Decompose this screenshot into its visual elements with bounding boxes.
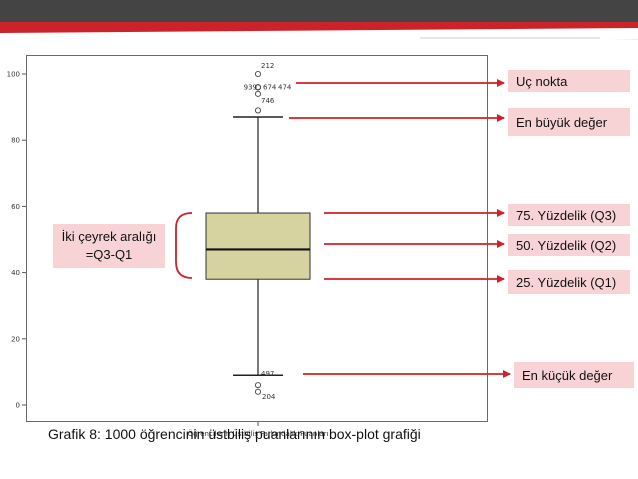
iqr-label-line2: =Q3-Q1 [85,247,133,262]
y-tick-label: 20 [11,335,20,343]
y-tick-label: 80 [11,137,20,145]
outlier-label: 939 [244,84,257,92]
outlier-label: 474 [278,84,292,92]
callout-extreme-point: Uç nokta [508,70,630,92]
callout-q1-label: 25. Yüzdelik (Q1) [516,274,617,290]
callout-max-value: En büyük değer [508,108,630,136]
iqr-box [205,212,311,280]
callout-q3-label: 75. Yüzdelik (Q3) [516,207,617,223]
header-bar [0,0,638,40]
outlier-label: 212 [261,62,274,70]
outlier-point [254,382,262,389]
y-tick-label: 40 [11,269,20,277]
iqr-label-line1: İki çeyrek aralığı [61,229,157,244]
figure-caption: Grafik 8: 1000 öğrencinin üstbiliş puanl… [48,426,421,442]
outlier-point [254,388,262,395]
callout-min-value: En küçük değer [514,362,634,388]
y-tick-label: 60 [11,203,20,211]
outlier-point [254,90,262,97]
outlier-point [254,107,262,114]
y-tick-label: 100 [7,71,20,79]
outlier-point [254,70,262,78]
outlier-label: 497 [261,370,274,378]
outlier-label: 746 [261,97,275,105]
callout-q1: 25. Yüzdelik (Q1) [508,270,630,294]
callout-min-label: En küçük değer [522,367,613,383]
x-axis-title: Öğrencilerin Üstbiliş Farkındalık Puanla… [188,429,329,438]
y-tick-label: 0 [16,402,20,410]
outlier-point [254,84,262,91]
callout-max-label: En büyük değer [516,114,608,130]
outlier-label: 674 [263,84,277,92]
callout-q3: 75. Yüzdelik (Q3) [508,204,630,226]
callout-median-label: 50. Yüzdelik (Q2) [516,237,617,253]
callout-extreme-label: Uç nokta [516,73,568,89]
outlier-label: 204 [262,393,276,401]
iqr-bracket [175,212,193,279]
iqr-label-box: İki çeyrek aralığı =Q3-Q1 [53,224,165,268]
callout-median: 50. Yüzdelik (Q2) [508,234,630,256]
